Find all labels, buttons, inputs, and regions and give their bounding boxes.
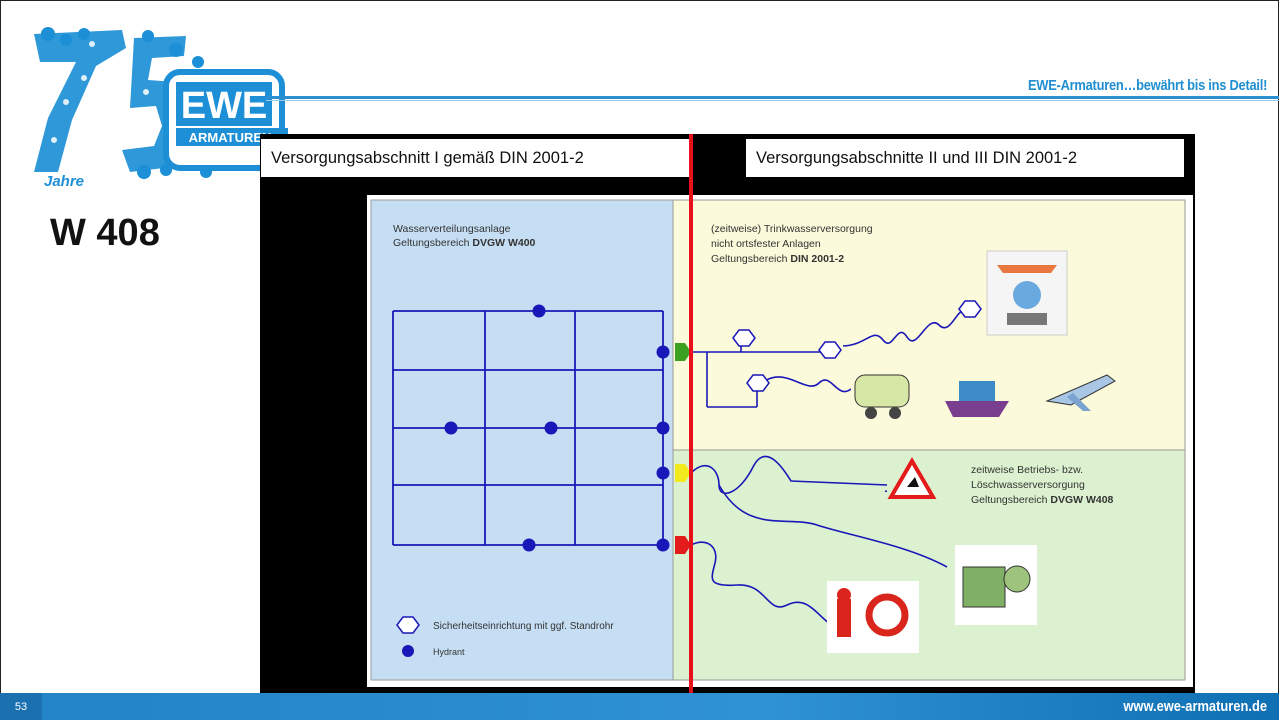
hydrants: [444, 304, 670, 552]
temporary-supply-pipes: [691, 309, 968, 408]
fire-hydrant-hose-icon: [827, 581, 919, 653]
roadworks-sign-icon: [887, 457, 937, 503]
bottom-zone-line1: zeitweise Betriebs- bzw.: [971, 464, 1083, 476]
tagline: EWE-Armaturen…bewährt bis ins Detail!: [1027, 77, 1267, 94]
logo-sub: ARMATUREN: [189, 130, 272, 145]
ship-icon: [941, 361, 1013, 423]
header-rule-thin: [266, 100, 1279, 101]
legend-hexagon-label: Sicherheitseinrichtung mit ggf. Standroh…: [433, 621, 614, 632]
header-rule: [266, 96, 1279, 99]
legend-hydrant-label: Hydrant: [433, 647, 465, 657]
left-zone-line1: Wasserverteilungsanlage: [393, 223, 511, 235]
caravan-icon: [851, 363, 917, 427]
logo-years: Jahre: [44, 173, 84, 190]
tab-supply-section-1: Versorgungsabschnitt I gemäß DIN 2001-2: [261, 139, 689, 177]
security-devices: [396, 300, 982, 634]
left-zone-line2: Geltungsbereich DVGW W400: [393, 237, 536, 249]
tab-supply-sections-2-3: Versorgungsabschnitte II und III DIN 200…: [746, 139, 1184, 177]
top-zone-line3: Geltungsbereich DIN 2001-2: [711, 253, 844, 265]
page-number: 53: [0, 693, 42, 720]
top-zone-line1: (zeitweise) Trinkwasserversorgung: [711, 223, 873, 235]
section-divider-line: [689, 134, 693, 696]
slide-title: W 408: [50, 212, 160, 254]
airplane-icon: [1039, 359, 1123, 425]
ewe-75-jahre-logo: EWE ARMATUREN Jahre: [34, 27, 288, 190]
pipe-network: [392, 310, 664, 546]
bottom-zone-line2: Löschwasserversorgung: [971, 479, 1085, 491]
connector-green: [675, 343, 691, 361]
fairground-ride-icon: [986, 250, 1068, 336]
street-cleaner-icon: [955, 545, 1037, 625]
footer-url: www.ewe-armaturen.de: [1123, 698, 1267, 715]
footer-bar: 53 www.ewe-armaturen.de: [0, 693, 1279, 720]
supply-diagram: Wasserverteilungsanlage Geltungsbereich …: [367, 195, 1193, 687]
connector-yellow: [675, 464, 691, 482]
zone-distribution-network: [370, 199, 674, 681]
top-zone-line2: nicht ortsfester Anlagen: [711, 238, 821, 250]
legend-hydrant-dot: [402, 645, 414, 657]
bottom-zone-line3: Geltungsbereich DVGW W408: [971, 494, 1114, 506]
logo-word: EWE: [181, 85, 268, 127]
connector-red: [675, 536, 691, 554]
